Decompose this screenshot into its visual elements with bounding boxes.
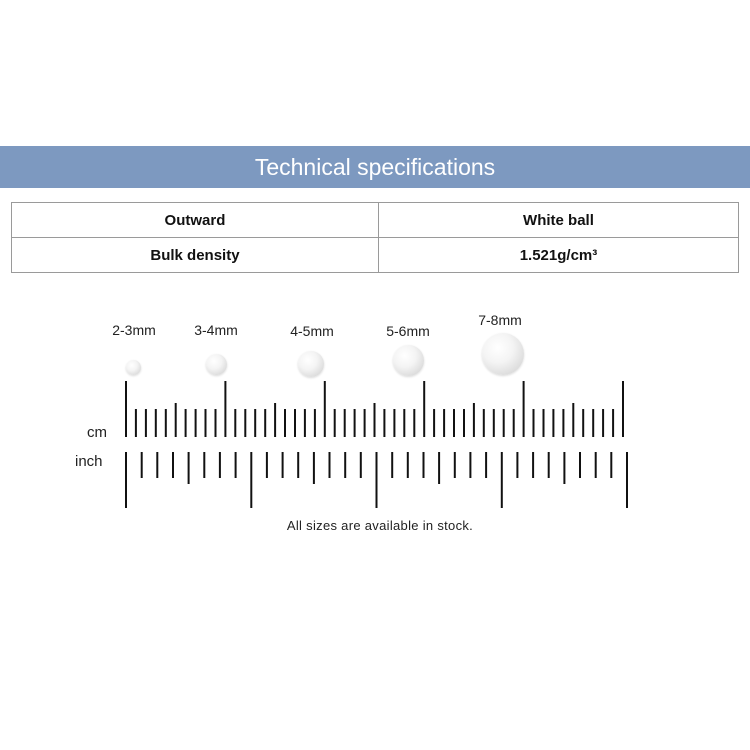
- inch-label: inch: [75, 453, 103, 470]
- cm-label: cm: [87, 424, 107, 441]
- size-label-7-8mm: 7-8mm: [478, 312, 522, 328]
- section-title: Technical specifications: [254, 154, 496, 180]
- cm-ruler: [125, 381, 624, 437]
- specs-table: Outward White ball Bulk density 1.521g/c…: [11, 202, 740, 273]
- table-row: Bulk density 1.521g/cm³: [11, 237, 740, 273]
- size-label-3-4mm: 3-4mm: [194, 322, 238, 338]
- section-banner: Technical specifications: [0, 146, 750, 188]
- spec-label-bulk-density: Bulk density: [11, 237, 379, 273]
- size-label-5-6mm: 5-6mm: [386, 323, 430, 339]
- spec-label-outward: Outward: [11, 202, 379, 238]
- stock-note: All sizes are available in stock.: [286, 518, 474, 533]
- inch-ruler: [125, 452, 628, 508]
- ball-2-3mm: [126, 360, 141, 375]
- size-label-2-3mm: 2-3mm: [112, 322, 156, 338]
- table-row: Outward White ball: [11, 202, 740, 238]
- ball-4-5mm: [298, 351, 324, 377]
- size-label-4-5mm: 4-5mm: [290, 323, 334, 339]
- ball-7-8mm: [482, 333, 524, 375]
- ball-3-4mm: [206, 354, 227, 375]
- ball-5-6mm: [393, 345, 424, 376]
- spec-value-bulk-density: 1.521g/cm³: [377, 237, 740, 273]
